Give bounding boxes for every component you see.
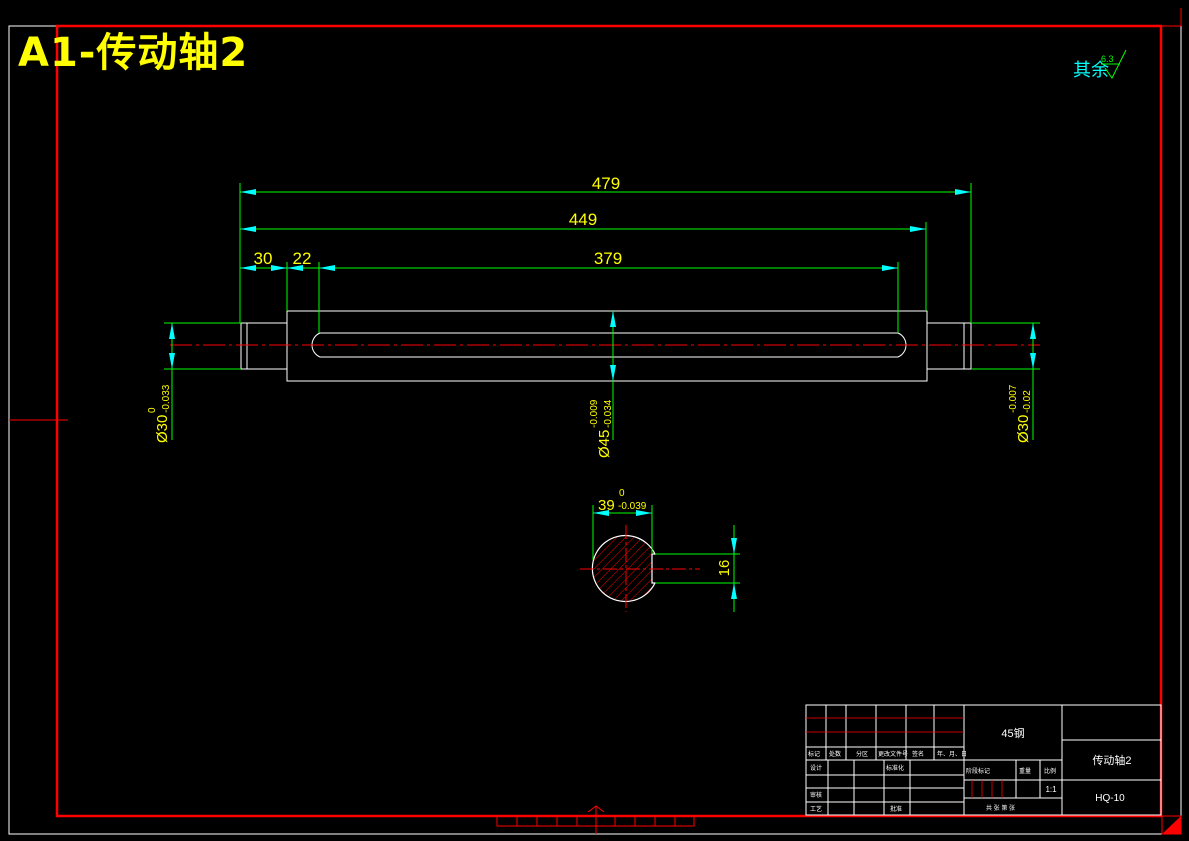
section-hatch (591, 534, 656, 603)
dim-key-width: 16 (716, 560, 733, 577)
drawing-number: HQ-10 (1095, 793, 1125, 804)
dim-left-22: 22 (293, 249, 312, 268)
svg-text:分区: 分区 (856, 750, 868, 758)
svg-text:标准化: 标准化 (886, 764, 904, 772)
svg-text:-0.034: -0.034 (603, 399, 614, 428)
scale-value: 1:1 (1045, 785, 1057, 794)
roughness-label: 其余 (1073, 60, 1109, 80)
length-dimensions (239, 183, 972, 333)
dim-overall-length: 479 (592, 174, 620, 193)
dim-section-39: 39 (598, 497, 615, 514)
title-block (805, 704, 1162, 816)
svg-text:处数: 处数 (829, 750, 841, 758)
drawing-title: A1-传动轴2 (18, 30, 249, 76)
left-journal (240, 322, 288, 370)
dim-left-30: 30 (254, 249, 273, 268)
svg-text:-0.02: -0.02 (1022, 390, 1033, 413)
svg-text:-0.033: -0.033 (161, 384, 172, 413)
svg-text:共 张 第 张: 共 张 第 张 (986, 804, 1015, 812)
svg-text:更改文件号: 更改文件号 (878, 750, 908, 758)
svg-text:Ø30: Ø30 (1015, 415, 1032, 443)
svg-text:比例: 比例 (1044, 767, 1056, 775)
dim-keyway-379: 379 (594, 249, 622, 268)
roughness-value: 6.3 (1101, 54, 1114, 64)
svg-text:设计: 设计 (810, 764, 822, 772)
dia-left-label: Ø30 0 -0.033 (147, 384, 172, 443)
dia-right-label: Ø30 -0.007 -0.02 (1008, 384, 1033, 443)
svg-text:阶段标记: 阶段标记 (966, 767, 990, 775)
material: 45钢 (1001, 727, 1024, 740)
svg-text:签名: 签名 (912, 750, 924, 758)
svg-text:0: 0 (147, 407, 158, 413)
title-block-labels: 标记 处数 分区 更改文件号 签名 年、月、日 设计 标准化 审核 工艺 批准 … (808, 750, 1056, 813)
svg-text:标记: 标记 (808, 750, 820, 758)
diameter-dimensions (164, 311, 1040, 440)
bottom-scale-ruler (496, 805, 695, 834)
title-block-red-lines (806, 717, 1003, 798)
section-view (580, 505, 740, 612)
svg-text:Ø45: Ø45 (596, 430, 613, 458)
dim-section-upper: 0 (619, 488, 625, 499)
svg-text:批准: 批准 (890, 805, 902, 813)
corner-triangle (1162, 816, 1181, 834)
shaft-main-view (240, 310, 972, 382)
dim-section-lower: -0.039 (618, 501, 647, 512)
svg-text:审核: 审核 (810, 791, 822, 799)
svg-text:-0.009: -0.009 (589, 399, 600, 428)
keyway-slot (311, 332, 907, 358)
svg-text:年、月、日: 年、月、日 (937, 750, 967, 758)
svg-text:-0.007: -0.007 (1008, 384, 1019, 413)
middle-body (286, 310, 928, 382)
length-arrows (240, 189, 971, 271)
svg-text:重量: 重量 (1019, 767, 1031, 775)
dim-length-449: 449 (569, 210, 597, 229)
part-name: 传动轴2 (1092, 753, 1131, 767)
diameter-arrows (169, 311, 1036, 381)
svg-text:Ø30: Ø30 (154, 415, 171, 443)
sheet-outer-frame (8, 25, 1182, 835)
roughness-note: 其余 6.3 (1073, 49, 1127, 80)
svg-text:工艺: 工艺 (810, 805, 822, 813)
dia-mid-label: Ø45 -0.009 -0.034 (589, 399, 614, 458)
